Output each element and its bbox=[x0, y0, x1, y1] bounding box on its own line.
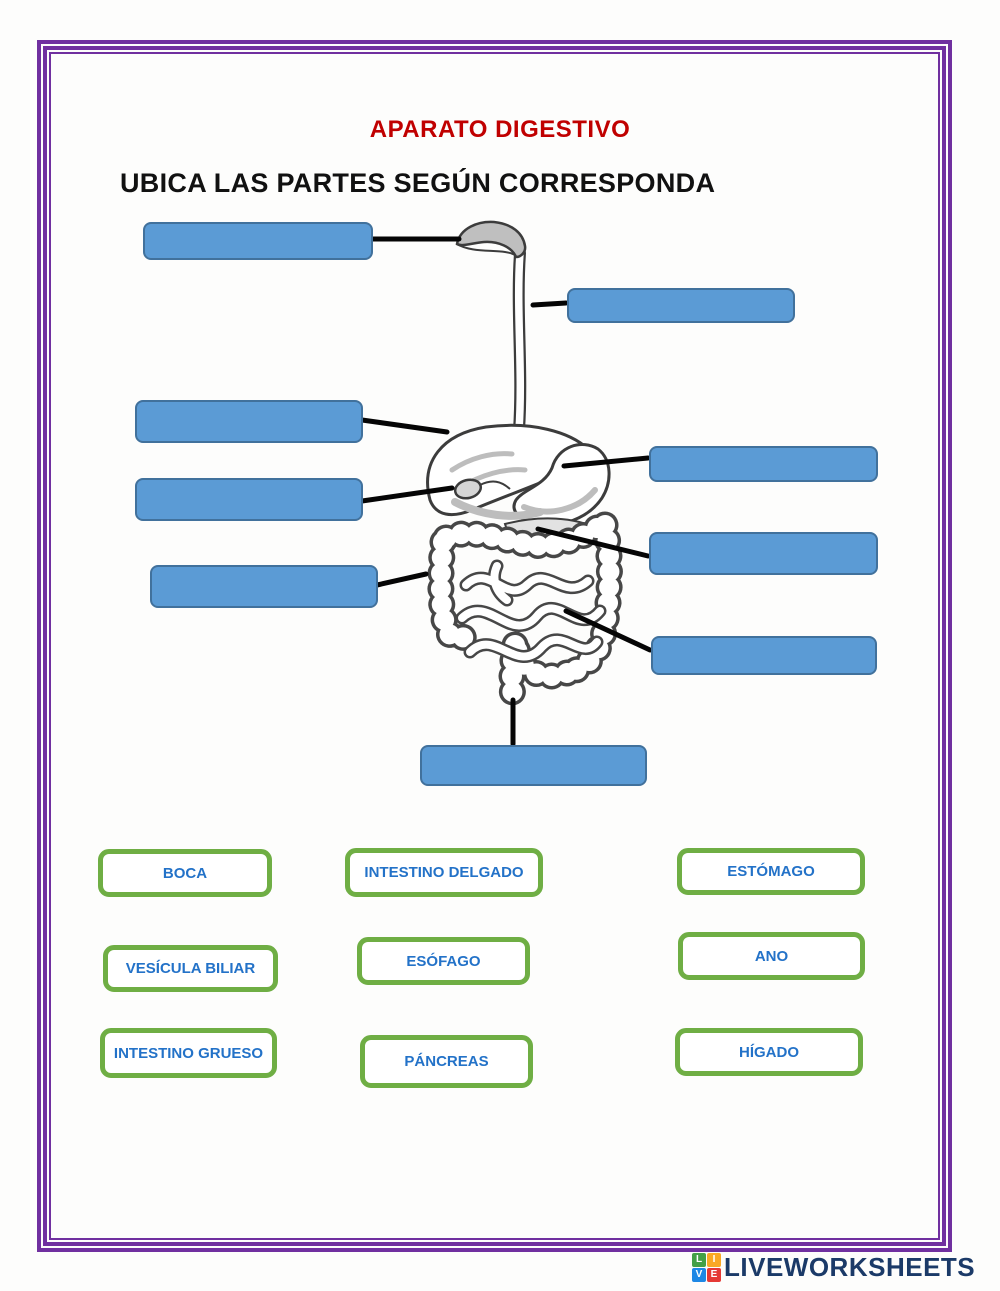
drop-zone-pancreas[interactable] bbox=[649, 532, 878, 575]
word-chip-label: ANO bbox=[754, 947, 789, 965]
word-chip-label: PÁNCREAS bbox=[404, 1053, 489, 1070]
drop-zone-vesicula-biliar[interactable] bbox=[135, 478, 363, 521]
drop-zone-higado[interactable] bbox=[135, 400, 363, 443]
logo-tile-l: L bbox=[692, 1253, 706, 1267]
logo-tile-i: I bbox=[707, 1253, 721, 1267]
word-chip-label: ESÓFAGO bbox=[406, 952, 481, 970]
logo-tile-v: V bbox=[692, 1268, 706, 1282]
word-chip-vesicula-biliar[interactable]: VESÍCULA BILIAR bbox=[103, 945, 278, 992]
page-border-frame-inner bbox=[49, 52, 940, 1240]
worksheet-title: APARATO DIGESTIVO bbox=[369, 116, 631, 143]
brand-name: LIVEWORKSHEETS bbox=[724, 1252, 976, 1282]
drop-zone-estomago[interactable] bbox=[649, 446, 878, 482]
drop-zone-esofago[interactable] bbox=[567, 288, 795, 323]
drop-zone-boca[interactable] bbox=[143, 222, 373, 260]
word-chip-estomago[interactable]: ESTÓMAGO bbox=[677, 848, 865, 895]
liveworksheets-logo-icon: L I V E bbox=[692, 1253, 721, 1282]
word-chip-label: INTESTINO GRUESO bbox=[113, 1044, 264, 1062]
worksheet-instructions: UBICA LAS PARTES SEGÚN CORRESPONDA bbox=[120, 168, 716, 198]
word-chip-label: BOCA bbox=[162, 864, 208, 882]
word-chip-ano[interactable]: ANO bbox=[678, 932, 865, 980]
word-chip-intestino-grueso[interactable]: INTESTINO GRUESO bbox=[100, 1028, 277, 1078]
liveworksheets-logo: L I V E LIVEWORKSHEETS bbox=[692, 1252, 975, 1283]
drop-zone-intestino-grueso[interactable] bbox=[150, 565, 378, 608]
word-chip-pancreas[interactable]: PÁNCREAS bbox=[360, 1035, 533, 1088]
drop-zone-intestino-delgado[interactable] bbox=[651, 636, 877, 675]
word-chip-label: VESÍCULA BILIAR bbox=[125, 960, 256, 977]
drop-zone-ano[interactable] bbox=[420, 745, 647, 786]
page-border-frame-middle bbox=[43, 46, 946, 1246]
word-chip-boca[interactable]: BOCA bbox=[98, 849, 272, 897]
word-chip-esofago[interactable]: ESÓFAGO bbox=[357, 937, 530, 985]
word-chip-label: HÍGADO bbox=[739, 1043, 799, 1061]
word-chip-label: INTESTINO DELGADO bbox=[364, 864, 524, 881]
word-chip-intestino-delgado[interactable]: INTESTINO DELGADO bbox=[345, 848, 543, 897]
word-chip-label: ESTÓMAGO bbox=[727, 863, 815, 880]
page-border-frame bbox=[37, 40, 952, 1252]
logo-tile-e: E bbox=[707, 1268, 721, 1282]
word-chip-higado[interactable]: HÍGADO bbox=[675, 1028, 863, 1076]
